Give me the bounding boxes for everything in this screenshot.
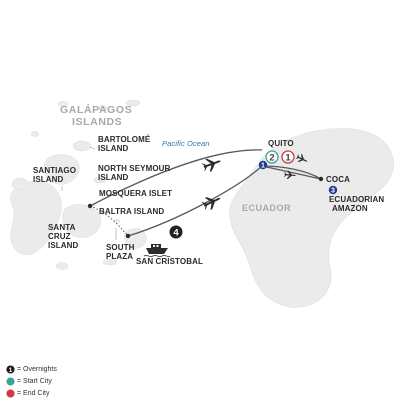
- amazon-overnight-number: 3: [331, 188, 335, 195]
- legend-start: = Start City: [6, 377, 57, 386]
- label-mosquera: MOSQUERA ISLET: [99, 189, 172, 198]
- island-south-plaza: [113, 218, 121, 224]
- island-small-nw: [57, 101, 69, 107]
- label-baltra: BALTRA ISLAND: [99, 207, 164, 216]
- map-legend: 1 = Overnights = Start City = End City: [6, 365, 57, 401]
- label-san-cristobal: SAN CRISTOBAL: [136, 257, 203, 266]
- label-santa-cruz-3: ISLAND: [48, 241, 78, 250]
- legend-end: = End City: [6, 389, 57, 398]
- start-city-icon: [6, 377, 15, 386]
- country-label: ECUADOR: [242, 203, 291, 213]
- flight-routes: [89, 149, 322, 237]
- quito-overnight-number: 1: [261, 163, 265, 170]
- label-north-seymour-1: NORTH SEYMOUR: [98, 164, 171, 173]
- leader-lines: [61, 146, 117, 240]
- leader-bartolome: [89, 146, 96, 150]
- ecuador-mainland: [229, 128, 394, 308]
- label-santa-cruz-2: CRUZ: [48, 232, 71, 241]
- label-south-plaza-1: SOUTH: [106, 243, 135, 252]
- region-label-line1: GALÁPAGOS: [60, 103, 132, 116]
- airplane-icon: [201, 197, 221, 211]
- label-santiago-2: ISLAND: [33, 175, 63, 184]
- dot-mosquera-baltra: [87, 203, 93, 209]
- route-quito-coca-out: [261, 165, 322, 180]
- quito-start-marker: [265, 150, 279, 164]
- quito-overnight-marker: [258, 160, 268, 170]
- island-small-n2: [125, 99, 141, 107]
- island-isabela: [10, 180, 62, 255]
- island-floreana: [55, 262, 69, 270]
- legend-start-label: = Start City: [17, 378, 52, 385]
- island-fernandina: [11, 177, 29, 191]
- ocean-label: Pacific Ocean: [162, 139, 210, 148]
- route-san-cristobal-quito: [127, 165, 263, 237]
- label-amazon-2: AMAZON: [332, 204, 368, 213]
- ship-icon: [143, 244, 171, 257]
- label-bartolome-2: ISLAND: [98, 144, 128, 153]
- island-espanola: [102, 258, 118, 266]
- amazon-overnight-marker: [328, 185, 338, 195]
- airplane-icon: [295, 153, 308, 163]
- legend-overnights: 1 = Overnights: [6, 365, 57, 374]
- label-quito: QUITO: [268, 139, 294, 148]
- airplane-icon: [283, 170, 296, 180]
- label-santiago-1: SANTIAGO: [33, 166, 76, 175]
- island-bartolome: [72, 140, 92, 152]
- dot-coca: [318, 176, 324, 182]
- dot-san-cristobal: [125, 233, 131, 239]
- label-south-plaza-2: PLAZA: [106, 252, 133, 261]
- route-quito-baltra: [89, 149, 263, 207]
- label-amazon-1: ECUADORIAN: [329, 195, 384, 204]
- island-north-seymour: [93, 176, 107, 184]
- overnight-symbol-icon: 1: [6, 365, 15, 374]
- cruise-route: [89, 205, 129, 237]
- island-san-cristobal: [124, 228, 147, 249]
- island-small-w: [30, 131, 40, 137]
- airplane-icons: [201, 153, 308, 211]
- airplane-icon: [201, 158, 221, 172]
- label-north-seymour-2: ISLAND: [98, 173, 128, 182]
- legend-overnights-label: = Overnights: [17, 366, 57, 373]
- legend-end-label: = End City: [17, 390, 50, 397]
- label-coca: COCA: [326, 175, 350, 184]
- quito-end-number: 1: [285, 153, 291, 164]
- cruise-overnight-marker: [169, 225, 183, 239]
- quito-start-number: 2: [269, 153, 274, 164]
- label-bartolome-1: BARTOLOMÉ: [98, 135, 151, 144]
- island-small-n1: [98, 105, 108, 111]
- island-santiago: [43, 154, 80, 185]
- svg-text:1: 1: [9, 367, 13, 374]
- region-label-line2: ISLANDS: [72, 116, 122, 128]
- route-quito-coca-return: [261, 165, 322, 180]
- quito-end-marker: [281, 150, 295, 164]
- galapagos-islands: [10, 99, 147, 270]
- label-santa-cruz-1: SANTA: [48, 223, 76, 232]
- quito-markers: 1 2 1: [258, 150, 295, 170]
- cruise-overnight-number: 4: [173, 228, 179, 239]
- end-city-icon: [6, 389, 15, 398]
